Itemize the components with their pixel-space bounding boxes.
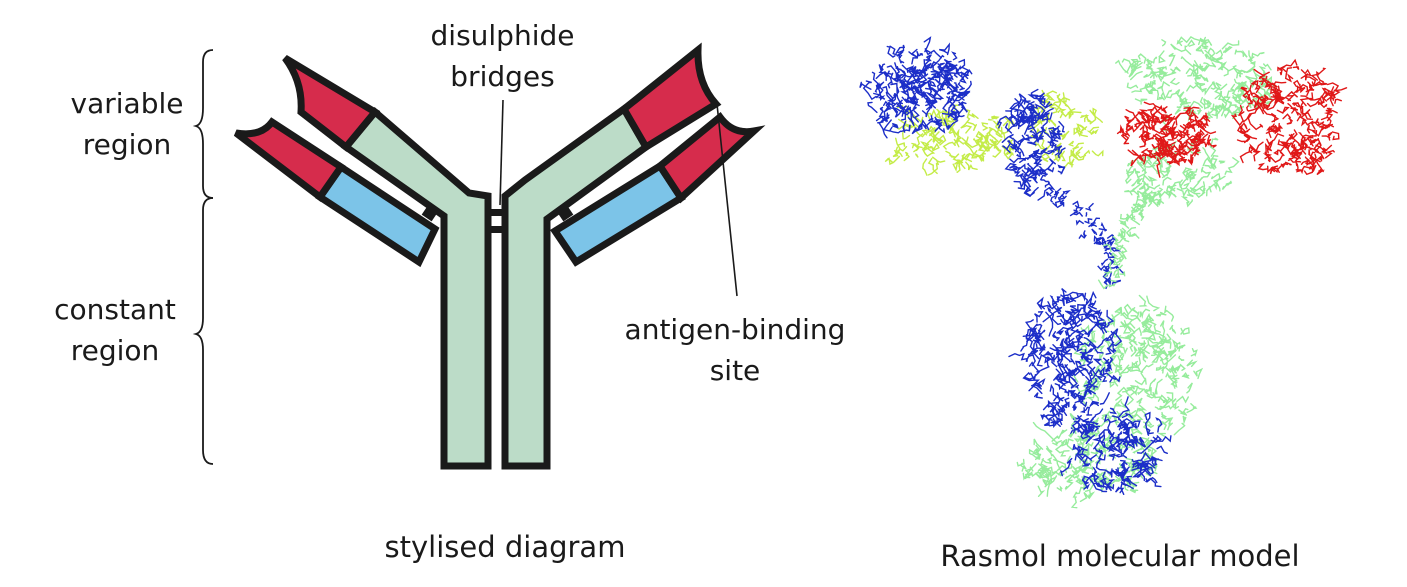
constant-region-label-line2: region [70,333,160,367]
light-heavy-link-right [557,205,574,222]
antigen-binding-site-label-line1: antigen-binding [624,313,846,346]
heavy-variable-domain-right [619,42,722,152]
disulphide-bridge-upper [486,209,508,216]
antigen-binding-site-label: antigen-binding site [610,310,860,391]
variable-region-brace [192,49,214,199]
model-left-fab-yellow-green-inner [1029,89,1104,170]
stylised-diagram-caption: stylised diagram [384,530,626,564]
light-heavy-link-left [421,205,438,222]
constant-region-label-line1: constant [54,293,176,326]
rasmol-molecular-model [859,35,1348,509]
model-right-fab-red [1116,101,1217,178]
antigen-site-pointer-line [716,103,738,297]
disulphide-bridges-label-line2: bridges [450,59,555,93]
variable-region-label-line1: variable [70,87,184,120]
antigen-binding-site-label-line2: site [709,353,761,387]
model-right-fab-red-2 [1230,58,1348,176]
disulphide-bridges-marks [421,205,574,233]
model-hinge-blue [1023,162,1125,290]
model-right-fab-light-green [1115,35,1275,132]
disulphide-bridge-lower [486,226,508,233]
light-variable-domain-right [655,111,766,204]
heavy-variable-domain-left [282,54,381,152]
variable-region-label: variable region [62,84,192,165]
disulphide-bridges-label: disulphide bridges [415,16,590,97]
constant-region-label: constant region [40,290,190,371]
model-fc-bottom-blue [1059,396,1172,495]
heavy-chain-left [340,107,492,470]
stylised-antibody-diagram [233,42,766,470]
disulphide-bridges-label-line1: disulphide [430,19,575,52]
rasmol-model-caption: Rasmol molecular model [940,539,1300,573]
constant-region-brace [192,197,214,465]
variable-region-label-line2: region [82,127,172,161]
disulphide-pointer-line [499,99,504,206]
model-left-fab-blue [859,36,973,139]
model-left-fab-blue-inner [996,88,1066,201]
heavy-chain-right [501,103,651,470]
light-variable-domain-left [233,117,346,202]
model-hinge-green [1097,187,1165,290]
